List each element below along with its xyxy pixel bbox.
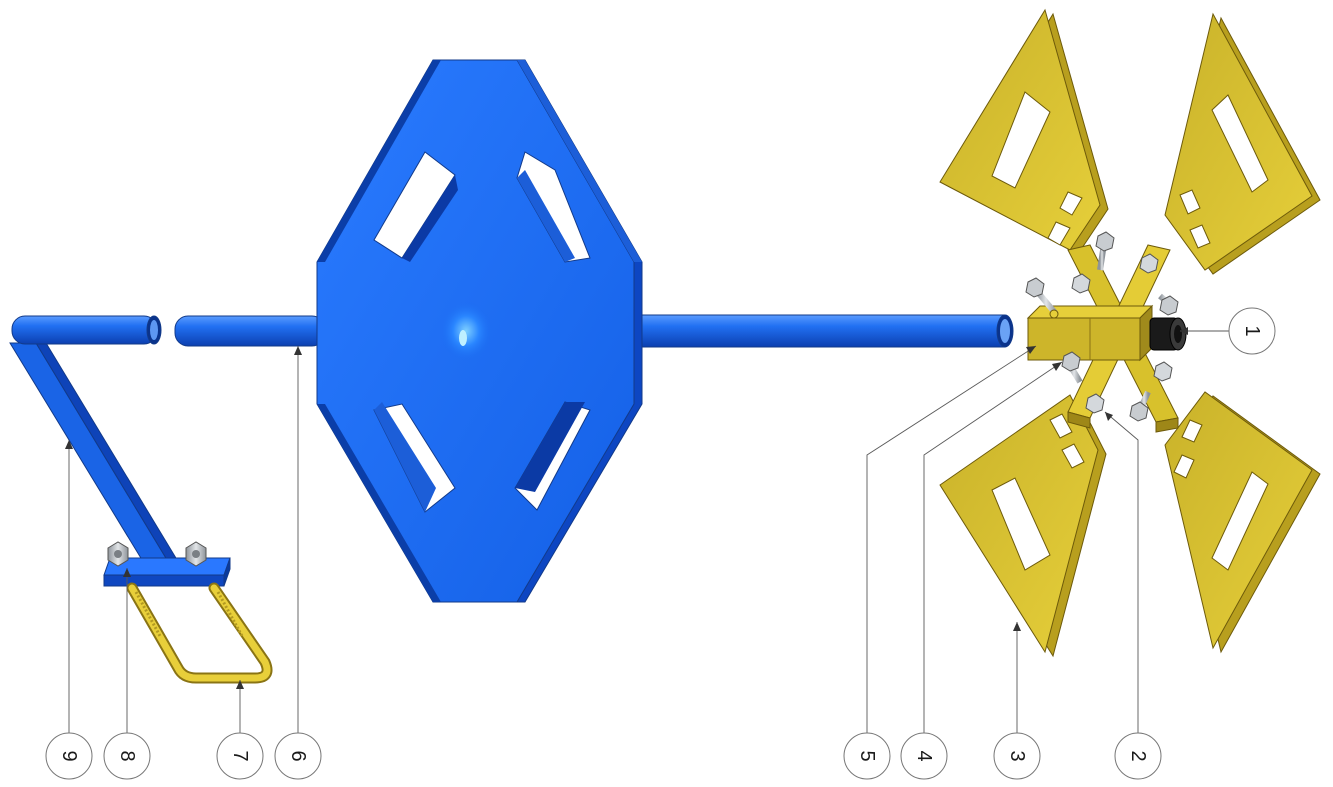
bent-tube-bracket xyxy=(9,315,186,574)
hex-nut xyxy=(1071,273,1091,294)
clamp-plate-with-nuts xyxy=(103,541,231,587)
plate-slot xyxy=(373,402,456,513)
callout-balloon-6: 6 xyxy=(274,732,322,780)
plate-slot xyxy=(514,401,591,511)
callout-balloon-3: 3 xyxy=(993,732,1041,780)
hex-bolt xyxy=(1095,231,1115,271)
callout-balloon-2: 2 xyxy=(1114,732,1162,780)
callout-label-4: 4 xyxy=(913,750,935,761)
hex-nut xyxy=(1085,393,1105,414)
callout-label-6: 6 xyxy=(287,750,309,761)
yellow-blade-upper-right xyxy=(1164,12,1321,275)
hex-bolt xyxy=(1158,293,1179,316)
yellow-blade-lower-left xyxy=(939,394,1107,658)
callout-label-3: 3 xyxy=(1006,750,1028,761)
leader-lines xyxy=(65,327,1229,733)
callout-balloon-4: 4 xyxy=(900,732,948,780)
plate-slot xyxy=(373,151,458,262)
hex-nut xyxy=(1139,253,1159,274)
callout-label-9: 9 xyxy=(58,750,80,761)
end-cap xyxy=(1149,317,1187,351)
yellow-blade-upper-left xyxy=(939,8,1109,255)
yellow-blade-lower-right xyxy=(1164,391,1321,654)
hex-nut xyxy=(1153,361,1173,382)
callout-label-2: 2 xyxy=(1127,750,1149,761)
callout-balloon-5: 5 xyxy=(843,732,891,780)
hub-block xyxy=(1026,304,1154,362)
callout-balloon-9: 9 xyxy=(45,732,93,780)
plate-slot xyxy=(516,151,591,263)
octagonal-mounting-plate xyxy=(316,59,643,603)
callout-balloon-1: 1 xyxy=(1228,307,1276,355)
callout-balloon-8: 8 xyxy=(103,732,151,780)
hex-bolt xyxy=(1061,351,1083,384)
callout-label-8: 8 xyxy=(116,750,138,761)
callout-label-7: 7 xyxy=(229,750,251,761)
hex-bolts xyxy=(1025,231,1179,422)
callout-balloon-7: 7 xyxy=(216,732,264,780)
hex-bolt xyxy=(1129,390,1151,422)
callout-label-5: 5 xyxy=(856,750,878,761)
u-bolt xyxy=(126,582,273,684)
callout-label-1: 1 xyxy=(1241,325,1263,336)
